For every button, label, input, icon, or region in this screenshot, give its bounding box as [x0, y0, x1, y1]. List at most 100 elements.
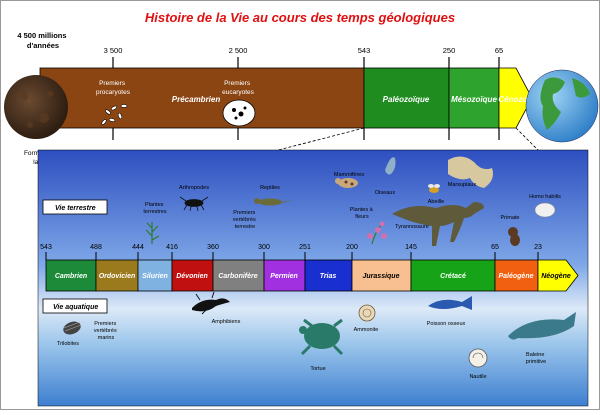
label-tyrannosaure: Tyrannosaure [395, 224, 429, 230]
period-label-paleogene: Paléogène [498, 273, 533, 280]
map-continents-icon [448, 156, 493, 188]
vie-terrestre-tag-box [42, 199, 108, 215]
label-trilobites: Trilobites [57, 341, 79, 347]
period-tick-label: 300 [258, 244, 270, 251]
tyrannosaurus-icon [392, 202, 484, 246]
label-oiseaux: Oiseaux [375, 190, 395, 196]
period-jurassique [351, 259, 412, 292]
label-ammonite: Ammonite [354, 327, 379, 333]
era-label-paleozoique: Paléozoïque [383, 95, 430, 104]
period-tick-label: 145 [405, 244, 417, 251]
label-baleine-primitive: Baleine primitive [526, 352, 546, 365]
start-age-line1: 4 500 millions [17, 31, 66, 40]
bony-fish-icon [428, 296, 472, 310]
period-tick-label: 543 [40, 244, 52, 251]
label-homo-habilis: Homo habilis [529, 194, 561, 200]
period-label-jurassique: Jurassique [363, 273, 400, 280]
era-precambrien [39, 67, 365, 129]
era-mesozoique [448, 67, 500, 129]
start-age-line2: d'années [27, 41, 59, 50]
label-tortue: Tortue [310, 366, 325, 372]
period-label-silurien: Silurien [142, 273, 168, 280]
label-reptiles: Reptiles [260, 185, 280, 191]
event-premiers-eucaryotes: Premiers eucaryotes [222, 80, 255, 96]
label-premiers-vertebres-marins: Premiers vertébrés marins [94, 321, 118, 341]
turtle-icon [299, 318, 344, 356]
zoom-connector-lines [44, 127, 541, 211]
period-label-neogene: Néogène [541, 273, 571, 280]
label-poisson-osseux: Poisson osseux [427, 321, 466, 327]
label-abeille: Abeille [428, 199, 445, 205]
label-plantes-a-fleurs: Plantes à fleurs [350, 207, 374, 220]
event-premiers-procaryotes: Premiers procaryotes [96, 80, 131, 96]
period-label-carbonifere: Carbonifère [218, 273, 257, 280]
top-tick-label: 3 500 [104, 46, 123, 55]
primate-icon [508, 227, 520, 246]
era-label-precambrien: Précambrien [172, 95, 221, 104]
plant-icon [145, 222, 160, 244]
period-label-ordovicien: Ordovicien [99, 273, 136, 280]
arthropod-icon [179, 196, 209, 212]
nautilus-icon [468, 348, 488, 368]
eucaryote-icon [222, 99, 256, 127]
period-tick-label: 488 [90, 244, 102, 251]
period-devonien [171, 259, 214, 292]
bird-icon [385, 157, 396, 175]
period-ticks [45, 252, 539, 260]
period-paleogene [494, 259, 539, 292]
period-trias [304, 259, 353, 292]
period-label-cambrien: Cambrien [55, 273, 87, 280]
period-label-permien: Permien [270, 273, 298, 280]
label-premiers-vertebres-terrestre: Premiers vertébrés terrestre [233, 210, 257, 230]
earth-texture [20, 91, 53, 128]
era-label-mesozoique: Mésozoïque [451, 95, 497, 104]
vie-aquatique-tag-box [42, 298, 108, 314]
label-nautile: Nautile [469, 374, 486, 380]
label-amphibiens: Amphibiens [212, 319, 241, 325]
label-arthropodes: Arthropodes [179, 185, 209, 191]
amphibian-icon [192, 291, 230, 315]
period-label-devonien: Dévonien [176, 273, 208, 280]
whale-icon [508, 312, 576, 340]
ammonite-icon [358, 304, 376, 322]
period-cretace [410, 259, 496, 292]
homo-habilis-skull-icon [534, 202, 556, 218]
start-age-label: 4 500 millions d'années [17, 31, 68, 50]
mammal-icon [335, 178, 358, 188]
period-label-cretace: Crétacé [440, 273, 466, 280]
label-mammiferes: Mammifères [334, 172, 365, 178]
period-tick-label: 360 [207, 244, 219, 251]
reptile-icon [254, 198, 294, 206]
period-tick-label: 23 [534, 244, 542, 251]
top-tick-label: 65 [495, 46, 503, 55]
period-neogene [537, 259, 579, 292]
period-tick-label: 200 [346, 244, 358, 251]
early-earth-image [4, 75, 68, 139]
top-tick-label: 543 [358, 46, 371, 55]
period-tick-labels: 543 488 444 416 360 300 251 200 145 65 2… [40, 244, 542, 251]
period-tick-label: 65 [491, 244, 499, 251]
trilobite-icon [63, 321, 82, 335]
top-ticks [112, 57, 500, 140]
flowering-plant-icon [367, 221, 387, 245]
globe-continents [540, 77, 590, 130]
era-cenozoique [498, 67, 533, 129]
label-marsupiaux: Marsupiaux [448, 182, 477, 188]
era-label-cenozoique: Cénozoïque [498, 95, 544, 104]
page-title: Histoire de la Vie au cours des temps gé… [145, 10, 455, 25]
period-tick-label: 251 [299, 244, 311, 251]
period-carbonifere [212, 259, 265, 292]
top-tick-label: 2 500 [229, 46, 248, 55]
label-plantes-terrestres: Plantes terrestres [143, 202, 166, 215]
vie-aquatique-tag: Vie aquatique [53, 304, 98, 311]
bee-icon [428, 184, 440, 193]
vie-terrestre-tag: Vie terrestre [55, 205, 96, 212]
procaryote-icon [101, 104, 128, 125]
label-primate: Primate [501, 215, 520, 221]
period-label-trias: Trias [320, 273, 337, 280]
period-ordovicien [95, 259, 139, 292]
period-tick-label: 444 [132, 244, 144, 251]
period-tick-label: 416 [166, 244, 178, 251]
top-tick-label: 250 [443, 46, 456, 55]
